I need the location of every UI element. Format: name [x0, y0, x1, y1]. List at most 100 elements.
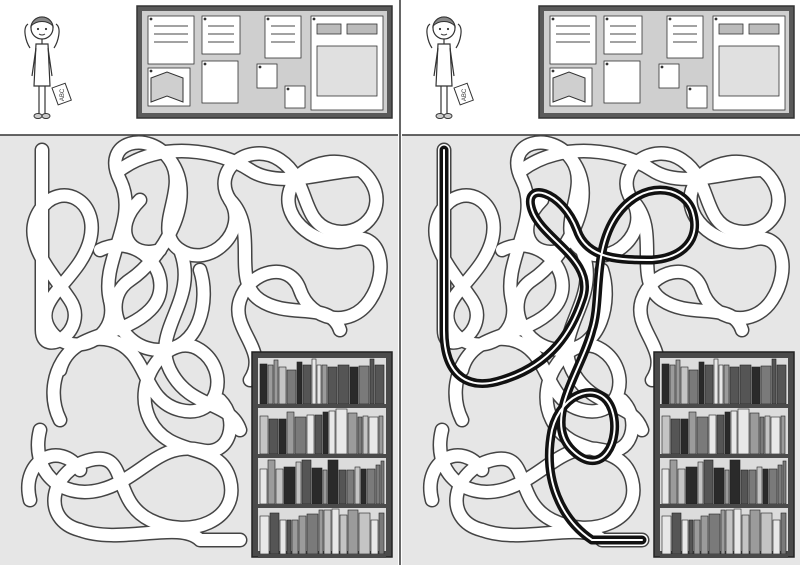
- book: [291, 519, 299, 555]
- book: [724, 411, 731, 455]
- book: [327, 366, 338, 405]
- book: [321, 364, 328, 405]
- book: [675, 359, 681, 405]
- book: [366, 468, 376, 505]
- book: [331, 508, 340, 555]
- book: [380, 460, 385, 505]
- girl-icon: ABC: [426, 16, 474, 119]
- board-note: [264, 15, 302, 59]
- shelf-board: [660, 404, 788, 408]
- shelf-board: [258, 504, 386, 508]
- book: [346, 469, 355, 505]
- maze-path: [114, 145, 366, 185]
- board-note: [147, 15, 195, 65]
- book: [259, 515, 270, 555]
- board-note: [284, 85, 306, 109]
- board-note: [686, 85, 708, 109]
- book: [267, 459, 276, 505]
- book: [661, 415, 671, 455]
- shelf-board: [660, 554, 788, 558]
- book: [693, 519, 701, 555]
- book: [729, 366, 740, 405]
- book: [316, 364, 322, 405]
- book: [661, 363, 670, 405]
- book: [294, 416, 307, 455]
- book: [777, 464, 783, 505]
- dress: [33, 43, 51, 87]
- book: [700, 515, 709, 555]
- book: [780, 415, 786, 455]
- book: [685, 466, 698, 505]
- book: [741, 514, 750, 555]
- book: [296, 361, 303, 405]
- book-label: ABC: [60, 88, 66, 101]
- book-label: ABC: [462, 88, 468, 101]
- book: [776, 364, 787, 405]
- board-note: [201, 15, 241, 55]
- maze-path: [74, 524, 246, 546]
- book: [716, 414, 725, 455]
- book: [782, 460, 787, 505]
- board-note: [256, 63, 278, 89]
- book: [354, 466, 361, 505]
- maze-path: [32, 394, 237, 498]
- book: [268, 418, 279, 455]
- book: [770, 416, 781, 455]
- book: [704, 364, 714, 405]
- bulletin-board-icon: [538, 5, 795, 119]
- book: [375, 464, 381, 505]
- book: [323, 509, 332, 555]
- book: [357, 416, 363, 455]
- bookshelf-icon: [251, 351, 393, 558]
- book: [677, 468, 686, 505]
- book: [286, 411, 295, 455]
- book: [322, 469, 328, 505]
- maze-path: [22, 449, 86, 506]
- book: [362, 415, 369, 455]
- book: [756, 466, 763, 505]
- book: [279, 519, 287, 555]
- book: [661, 468, 670, 505]
- book: [337, 364, 350, 405]
- maze-path: [224, 194, 346, 336]
- shelf-board: [258, 554, 386, 558]
- book: [681, 519, 689, 555]
- book: [302, 364, 312, 405]
- book: [733, 508, 742, 555]
- book: [725, 509, 734, 555]
- book: [749, 509, 761, 555]
- book: [339, 514, 348, 555]
- shelf-board: [660, 504, 788, 508]
- book: [311, 467, 323, 505]
- book: [267, 364, 274, 405]
- book: [269, 512, 280, 555]
- book: [318, 509, 324, 555]
- book: [748, 469, 757, 505]
- book: [378, 512, 385, 555]
- book: [669, 459, 678, 505]
- book: [768, 468, 778, 505]
- board-note: [603, 60, 641, 104]
- book: [680, 418, 689, 455]
- book: [661, 515, 672, 555]
- book: [688, 411, 697, 455]
- board-note: [666, 15, 704, 59]
- shelf-board: [258, 454, 386, 458]
- book-icon: ABC: [51, 82, 72, 106]
- book: [278, 366, 287, 405]
- book: [311, 358, 317, 405]
- maze-path: [47, 332, 238, 536]
- book: [670, 418, 681, 455]
- shelf-board: [258, 404, 386, 408]
- book: [347, 509, 359, 555]
- book: [671, 512, 682, 555]
- book: [338, 469, 347, 505]
- maze-path: [424, 449, 488, 506]
- maze-path: [27, 144, 118, 351]
- bookshelf-icon: [653, 351, 795, 558]
- book: [314, 414, 323, 455]
- book: [306, 414, 315, 455]
- book: [780, 512, 787, 555]
- book-icon: ABC: [453, 82, 474, 106]
